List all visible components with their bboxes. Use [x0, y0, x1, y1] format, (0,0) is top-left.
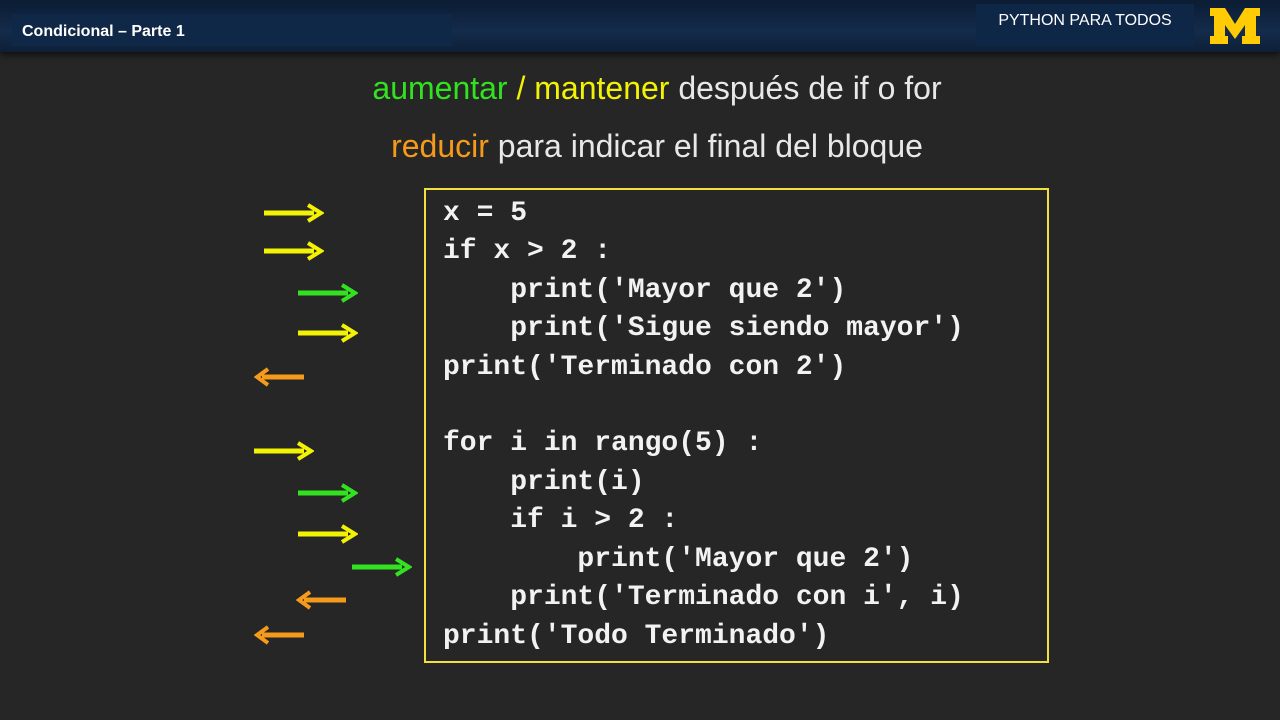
code-line: if x > 2 :	[443, 236, 612, 267]
code-line: if i > 2 :	[443, 505, 679, 536]
code-line: print('Sigue siendo mayor')	[443, 313, 964, 344]
maintain-arrow-icon	[264, 203, 324, 223]
code-line: x = 5	[443, 198, 528, 229]
title-bar: Condicional – Parte 1 PYTHON PARA TODOS	[0, 0, 1280, 52]
increase-arrow-icon	[298, 483, 358, 503]
reduce-arrow-icon	[254, 367, 304, 387]
code-line: print('Mayor que 2')	[443, 544, 914, 575]
increase-arrow-icon	[298, 283, 358, 303]
course-title: PYTHON PARA TODOS	[976, 4, 1194, 46]
reduce-word: reducir	[391, 128, 489, 164]
code-line: print(i)	[443, 467, 645, 498]
block-m-logo	[1210, 8, 1260, 44]
maintain-arrow-icon	[254, 441, 314, 461]
code-block	[424, 188, 1049, 663]
maintain-arrow-icon	[298, 524, 358, 544]
section-title: Condicional – Parte 1	[12, 14, 452, 46]
code-line: print('Terminado con 2')	[443, 352, 847, 383]
slash: /	[507, 70, 535, 106]
code-line: print('Mayor que 2')	[443, 275, 847, 306]
code-line: print('Terminado con i', i)	[443, 582, 964, 613]
heading-rest: después de if o for	[669, 70, 942, 106]
code-line: print('Todo Terminado')	[443, 621, 830, 652]
heading-dedent-rule: reducir para indicar el final del bloque	[17, 128, 1280, 165]
heading-rest: para indicar el final del bloque	[488, 128, 923, 164]
reduce-arrow-icon	[254, 625, 304, 645]
maintain-arrow-icon	[298, 323, 358, 343]
increase-arrow-icon	[352, 557, 412, 577]
reduce-arrow-icon	[296, 590, 346, 610]
increase-word: aumentar	[372, 70, 508, 106]
maintain-word: mantener	[534, 70, 670, 106]
maintain-arrow-icon	[264, 241, 324, 261]
heading-indent-rule: aumentar / mantener después de if o for	[17, 70, 1280, 107]
code-line: for i in rango(5) :	[443, 428, 763, 459]
